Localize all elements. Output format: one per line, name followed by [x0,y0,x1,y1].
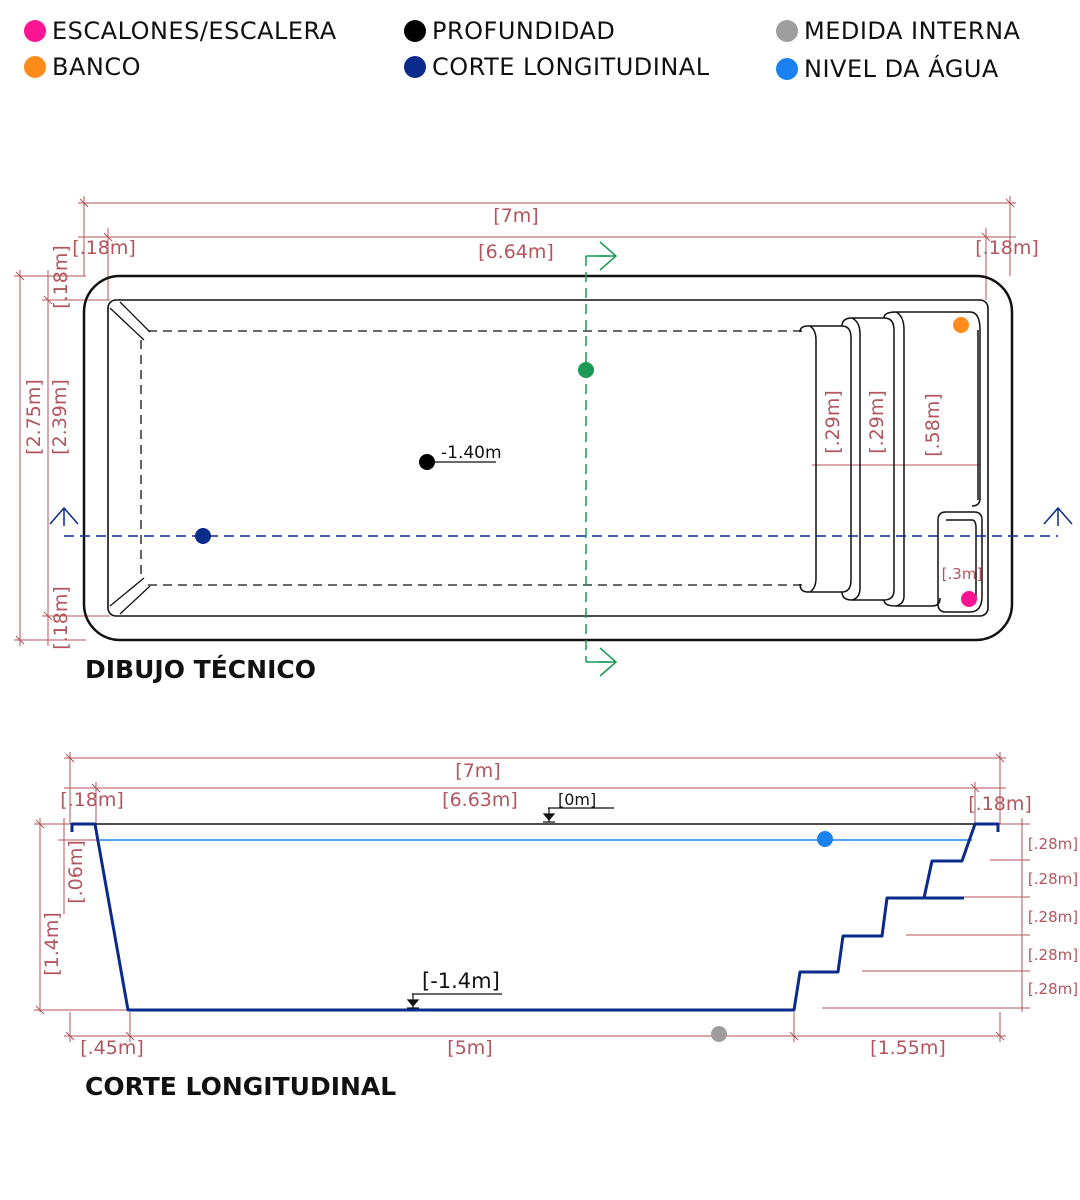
level-symbol-top-icon [542,807,614,823]
marker-cross-section [578,362,594,378]
legend-dot-escalones [24,20,46,42]
plan-title: DIBUJO TÉCNICO [85,655,316,684]
legend-dot-medida [776,20,798,42]
plan-inner-outline [107,299,989,617]
section-level-top: [0m] [558,790,596,809]
legend-label-nivel: NIVEL DA ÁGUA [804,55,999,83]
section-edge-left: [.18m] [60,789,124,811]
section-inner-length: [6.63m] [442,789,518,811]
plan-inner-length: [6.64m] [478,241,554,263]
section-bottom-right: [1.55m] [870,1037,946,1059]
legend-dot-banco [24,56,46,78]
legend-label-profundidad: PROFUNDIDAD [432,17,616,45]
section-view: [7m] [6.63m] [.18m] [.18m] [0m] [.06m] [… [34,752,1078,1101]
section-depth: [1.4m] [41,912,63,976]
section-floor-level: [-1.4m] [422,969,500,993]
plan-edge-left: [.18m] [72,237,136,259]
section-riser4: [.28m] [1028,946,1078,964]
plan-corner-chamfers [109,301,151,615]
marker-nivel-agua [817,831,833,847]
section-bottom-mid: [5m] [447,1037,492,1059]
marker-medida-interna [711,1026,727,1042]
level-symbol-floor-icon [406,993,502,1009]
plan-depth-label: -1.40m [441,443,502,463]
plan-bench: [.3m] [942,565,983,583]
plan-overall-width: [2.75m] [23,379,45,455]
marker-profundidad [419,454,435,470]
section-riser2: [.28m] [1028,870,1078,888]
plan-edge-top: [.18m] [50,245,72,309]
legend-dot-nivel [776,58,798,80]
plan-edge-right: [.18m] [975,237,1039,259]
legend-label-corte: CORTE LONGITUDINAL [432,53,710,81]
plan-steps [799,311,983,613]
section-title: CORTE LONGITUDINAL [85,1072,396,1101]
plan-inner-width: [2.39m] [49,379,71,455]
legend-label-escalones: ESCALONES/ESCALERA [52,17,337,45]
marker-escalones [961,591,977,607]
plan-step1: [.29m] [822,390,844,454]
legend-label-banco: BANCO [52,53,141,81]
section-overall-length: [7m] [455,760,500,782]
marker-banco [953,317,969,333]
legend-dot-corte [404,56,426,78]
legend-dot-profundidad [404,20,426,42]
legend-label-medida: MEDIDA INTERNA [804,17,1021,45]
plan-cross-section-line [585,241,618,677]
section-arrow-right-icon [1043,506,1073,526]
plan-overall-length: [7m] [493,205,538,227]
section-pool-profile [70,822,1000,1012]
plan-section-line [49,506,1073,537]
legend: ESCALONES/ESCALERA BANCO PROFUNDIDAD COR… [0,0,1080,100]
section-riser3: [.28m] [1028,908,1078,926]
section-riser1: [.28m] [1028,835,1078,853]
plan-view: [7m] [6.64m] [.18m] [.18m] [2.75m] [2.39… [14,196,1073,684]
section-water-gap: [.06m] [65,840,87,904]
legend-item-corte: CORTE LONGITUDINAL [404,53,710,81]
marker-corte-longitudinal [195,528,211,544]
plan-step2: [.29m] [866,390,888,454]
plan-dimension-lines [14,196,1016,646]
section-bottom-left: [.45m] [80,1037,144,1059]
legend-item-banco: BANCO [24,53,141,81]
plan-edge-bottom: [.18m] [50,586,72,650]
section-dimension-lines [34,752,1030,1042]
legend-item-profundidad: PROFUNDIDAD [404,17,615,45]
legend-item-escalones: ESCALONES/ESCALERA [24,17,337,45]
plan-outer-outline [82,274,1014,642]
plan-floor-dashed [140,330,806,586]
legend-item-medida: MEDIDA INTERNA [776,17,1020,45]
legend-item-nivel: NIVEL DA ÁGUA [776,55,999,83]
section-edge-right: [.18m] [968,793,1032,815]
section-riser5: [.28m] [1028,980,1078,998]
cross-arrow-bottom-icon [598,647,618,677]
plan-step3: [.58m] [922,393,944,457]
cross-arrow-top-icon [598,241,618,271]
section-arrow-left-icon [49,506,79,526]
